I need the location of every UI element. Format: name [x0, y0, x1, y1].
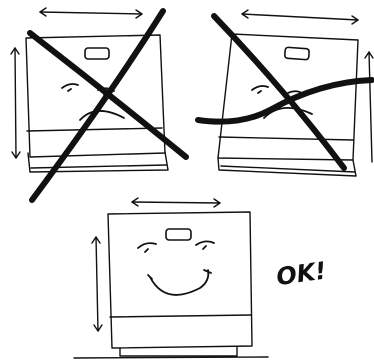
- smile-face-icon: [137, 240, 215, 296]
- handle-icon: [165, 228, 192, 241]
- height-arrow: [364, 51, 374, 163]
- box-outline: [107, 211, 253, 357]
- ok-label: OK!: [275, 257, 328, 292]
- width-arrow: [39, 7, 143, 19]
- box-outline: [217, 33, 359, 177]
- bottom-correct-panel: [73, 197, 269, 359]
- width-arrow: [241, 9, 359, 25]
- height-arrow: [91, 236, 103, 332]
- right-incorrect-panel: [195, 9, 374, 177]
- cross-out-mark: [27, 8, 189, 203]
- handle-icon: [84, 47, 110, 60]
- width-arrow: [131, 197, 221, 208]
- height-arrow: [10, 47, 21, 159]
- handle-icon: [284, 46, 310, 61]
- box-outline: [25, 34, 169, 173]
- floor-line: [73, 356, 269, 359]
- left-incorrect-panel: [10, 7, 189, 203]
- cross-out-mark: [195, 13, 374, 171]
